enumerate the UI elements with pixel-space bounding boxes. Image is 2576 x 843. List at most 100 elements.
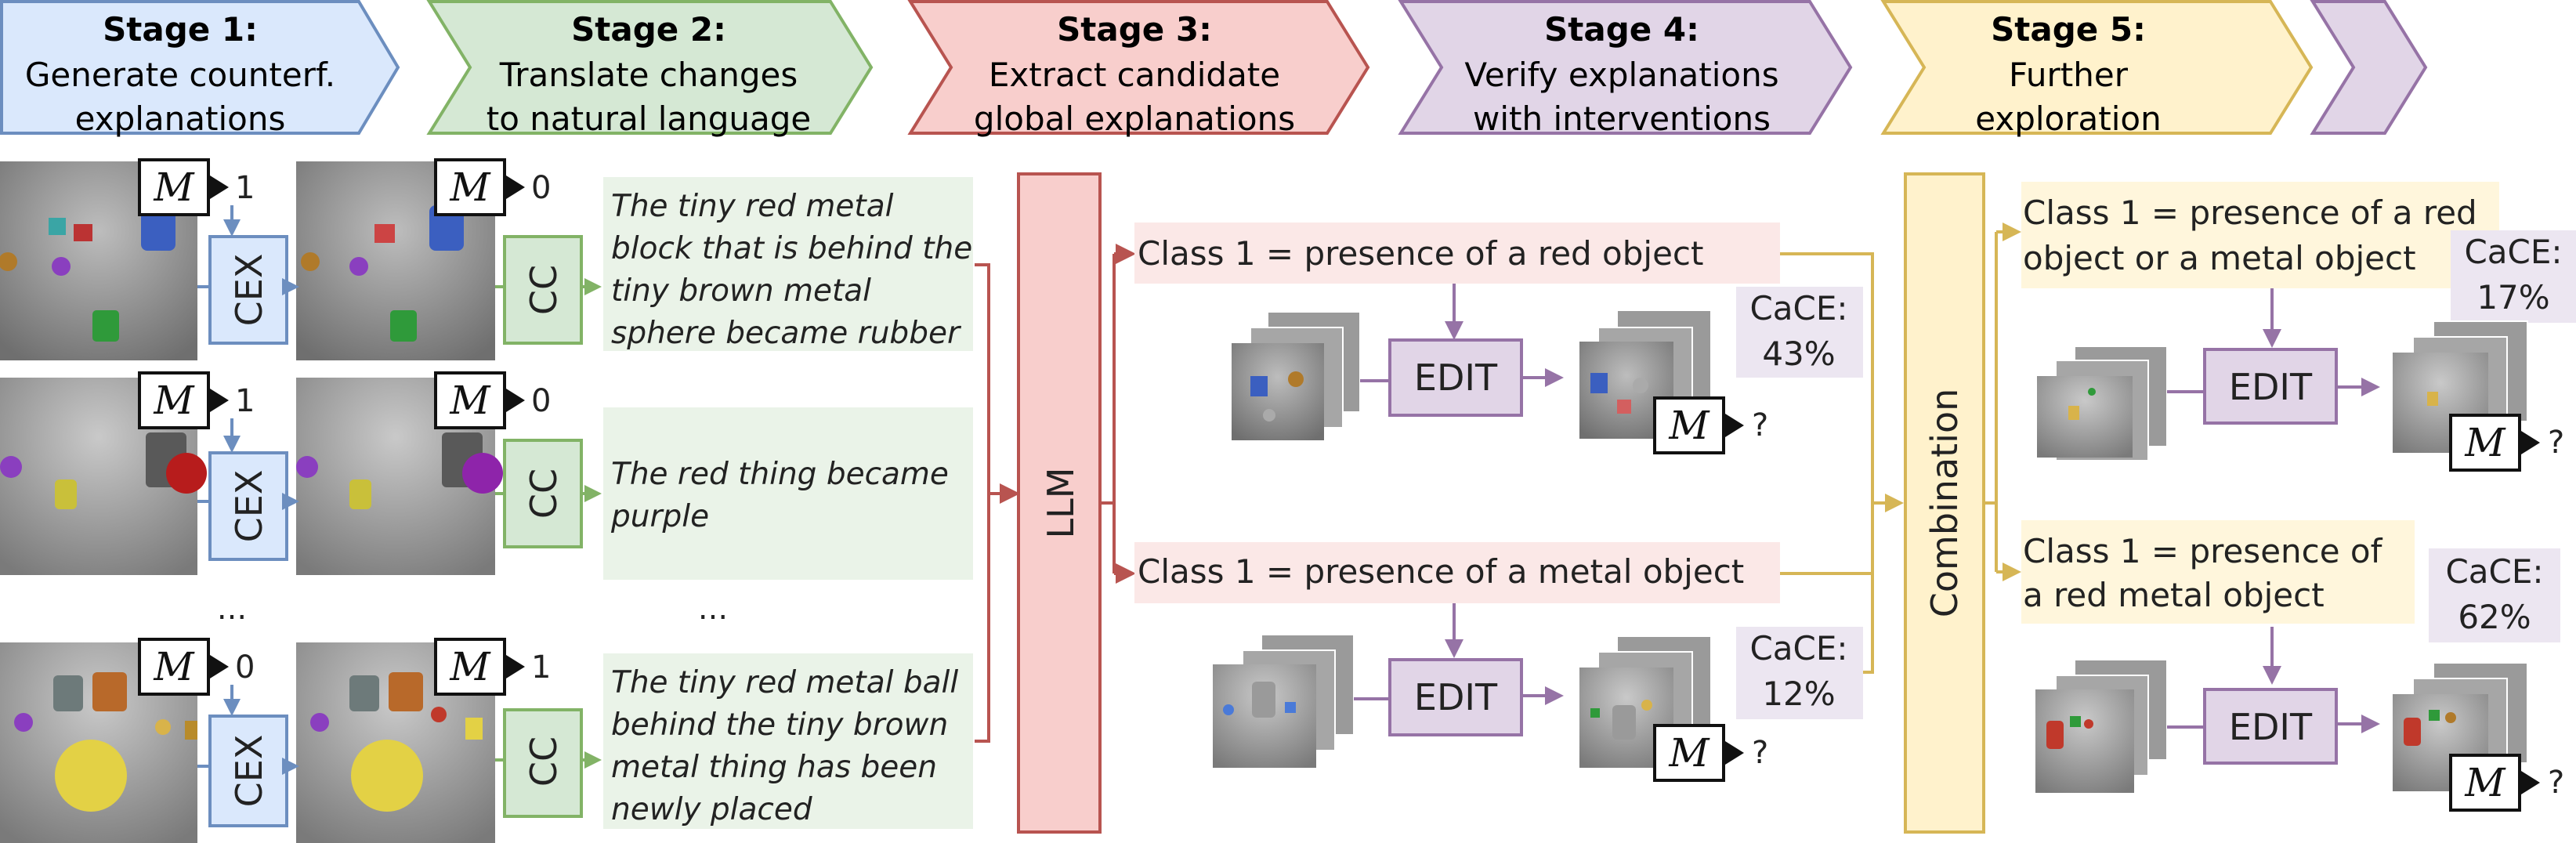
- llm-fork: [1100, 254, 1116, 573]
- explanation-text: Class 1 = presence of a metal object: [1138, 552, 1744, 591]
- change-caption-box: [603, 407, 973, 580]
- change-caption-box: [603, 177, 973, 351]
- explanation-box: [1134, 542, 1780, 603]
- model-box: [2449, 754, 2521, 812]
- model-box: [138, 371, 210, 429]
- model-symbol: M: [2464, 420, 2506, 465]
- row-1: M 1 CEX M 0 CC The tiny red metal block …: [0, 158, 982, 360]
- cace-box: [1736, 287, 1863, 378]
- stage-5-line1: Further: [2009, 56, 2129, 94]
- explanation-box: [1134, 223, 1780, 284]
- stage-3-line2: global explanations: [974, 99, 1295, 138]
- model-symbol: M: [449, 378, 491, 423]
- model-query: ?: [1752, 407, 1768, 443]
- explanation-text: Class 1 = presence of a red object or a …: [2023, 194, 2487, 277]
- stage-3-line1: Extract candidate: [989, 56, 1280, 94]
- stage-4-title: Stage 4:: [1544, 10, 1699, 49]
- cex-box: [208, 235, 288, 345]
- edit-label: EDIT: [1414, 676, 1498, 718]
- scene-objects: [0, 205, 175, 342]
- change-caption: The tiny red metal block that is behind …: [611, 189, 982, 351]
- model-box: [2449, 414, 2521, 472]
- ellipsis-captions: ...: [698, 591, 728, 627]
- model-symbol: M: [1668, 403, 1710, 448]
- model-box: [1653, 724, 1725, 782]
- change-caption-box: [603, 653, 973, 829]
- explanation-text: Class 1 = presence of a red object: [1138, 234, 1703, 273]
- caption-bracket: [975, 263, 990, 743]
- stage5-combined-2: Class 1 = presence of a red metal object…: [2021, 520, 2564, 812]
- stage-4-line1: Verify explanations: [1464, 56, 1778, 94]
- cace-value: 17%: [2477, 278, 2549, 317]
- row-3: M 0 CEX M 1 CC The tiny red metal ball b…: [0, 638, 973, 843]
- stage-2-line2: to natural language: [487, 99, 812, 138]
- stage-banner-2: Stage 2: Translate changes to natural la…: [426, 0, 874, 138]
- stage-banner-1: Stage 1: Generate counterf. explanations: [0, 0, 400, 138]
- stage-1-title: Stage 1:: [103, 10, 258, 49]
- stage-banner-next: [2310, 0, 2428, 135]
- edit-box: [1388, 338, 1523, 417]
- cex-box: [208, 451, 288, 561]
- model-box: [138, 638, 210, 696]
- combination-fork: [1984, 232, 1998, 572]
- cace-label: CaCE:: [1749, 289, 1847, 327]
- model-symbol: M: [153, 165, 195, 210]
- combination-bracket: [1780, 252, 1874, 674]
- row-2: M 1 CEX M 0 CC The red thing became purp…: [0, 371, 973, 580]
- scene-image-stack: [2037, 376, 2133, 458]
- stage-banner-4: Stage 4: Verify explanations with interv…: [1398, 0, 1853, 138]
- combination-box: [1904, 172, 1985, 834]
- cace-value: 12%: [1762, 675, 1835, 713]
- cace-label: CaCE:: [2464, 233, 2562, 271]
- combination-label: Combination: [1923, 389, 1966, 618]
- stage-banner-5: Stage 5: Further exploration: [1880, 0, 2314, 138]
- model-output: 0: [531, 383, 551, 419]
- model-output: 1: [235, 383, 255, 419]
- edit-label: EDIT: [1414, 356, 1498, 399]
- cex-label: CEX: [228, 735, 270, 808]
- stage-5-line2: exploration: [1975, 99, 2161, 138]
- explanation-box: [2021, 520, 2415, 624]
- model-output: 0: [235, 649, 255, 686]
- llm-label: LLM: [1040, 468, 1082, 539]
- cace-box: [1736, 627, 1863, 719]
- stage4-candidate-1: Class 1 = presence of a red object EDIT …: [1134, 223, 1863, 454]
- cex-label: CEX: [228, 470, 270, 543]
- model-symbol: M: [449, 165, 491, 210]
- model-symbol: M: [2464, 760, 2506, 805]
- stage-4-line2: with interventions: [1473, 99, 1771, 138]
- stage4-candidate-2: Class 1 = presence of a metal object EDI…: [1134, 542, 1863, 782]
- stage-banner-3: Stage 3: Extract candidate global explan…: [907, 0, 1370, 138]
- stage-5-title: Stage 5:: [1991, 10, 2146, 49]
- model-symbol: M: [153, 378, 195, 423]
- model-symbol: M: [153, 644, 195, 689]
- stage-3-title: Stage 3:: [1057, 10, 1212, 49]
- model-box: [434, 158, 506, 216]
- cace-box: [2429, 548, 2560, 642]
- model-symbol: M: [449, 644, 491, 689]
- stage-2-title: Stage 2:: [571, 10, 726, 49]
- cace-label: CaCE:: [1749, 629, 1847, 668]
- model-query: ?: [2548, 765, 2564, 801]
- model-query: ?: [2548, 425, 2564, 461]
- cc-box: [503, 439, 583, 548]
- explanation-text: Class 1 = presence of a red metal object: [2023, 532, 2393, 614]
- cc-label: CC: [523, 736, 565, 787]
- model-box: [434, 638, 506, 696]
- model-box: [1653, 396, 1725, 454]
- stage-1-line1: Generate counterf.: [25, 56, 335, 94]
- scene-image-stack: [1232, 343, 1324, 440]
- model-box: [434, 371, 506, 429]
- edit-box: [2203, 348, 2338, 425]
- cc-label: CC: [523, 469, 565, 519]
- model-query: ?: [1752, 735, 1768, 771]
- cace-value: 62%: [2458, 598, 2531, 636]
- change-caption: The tiny red metal ball behind the tiny …: [611, 665, 968, 827]
- cc-label: CC: [523, 265, 565, 315]
- edit-label: EDIT: [2229, 706, 2313, 748]
- model-output: 0: [531, 170, 551, 206]
- cc-box: [503, 708, 583, 818]
- cace-value: 43%: [1762, 335, 1835, 373]
- edit-label: EDIT: [2229, 366, 2313, 408]
